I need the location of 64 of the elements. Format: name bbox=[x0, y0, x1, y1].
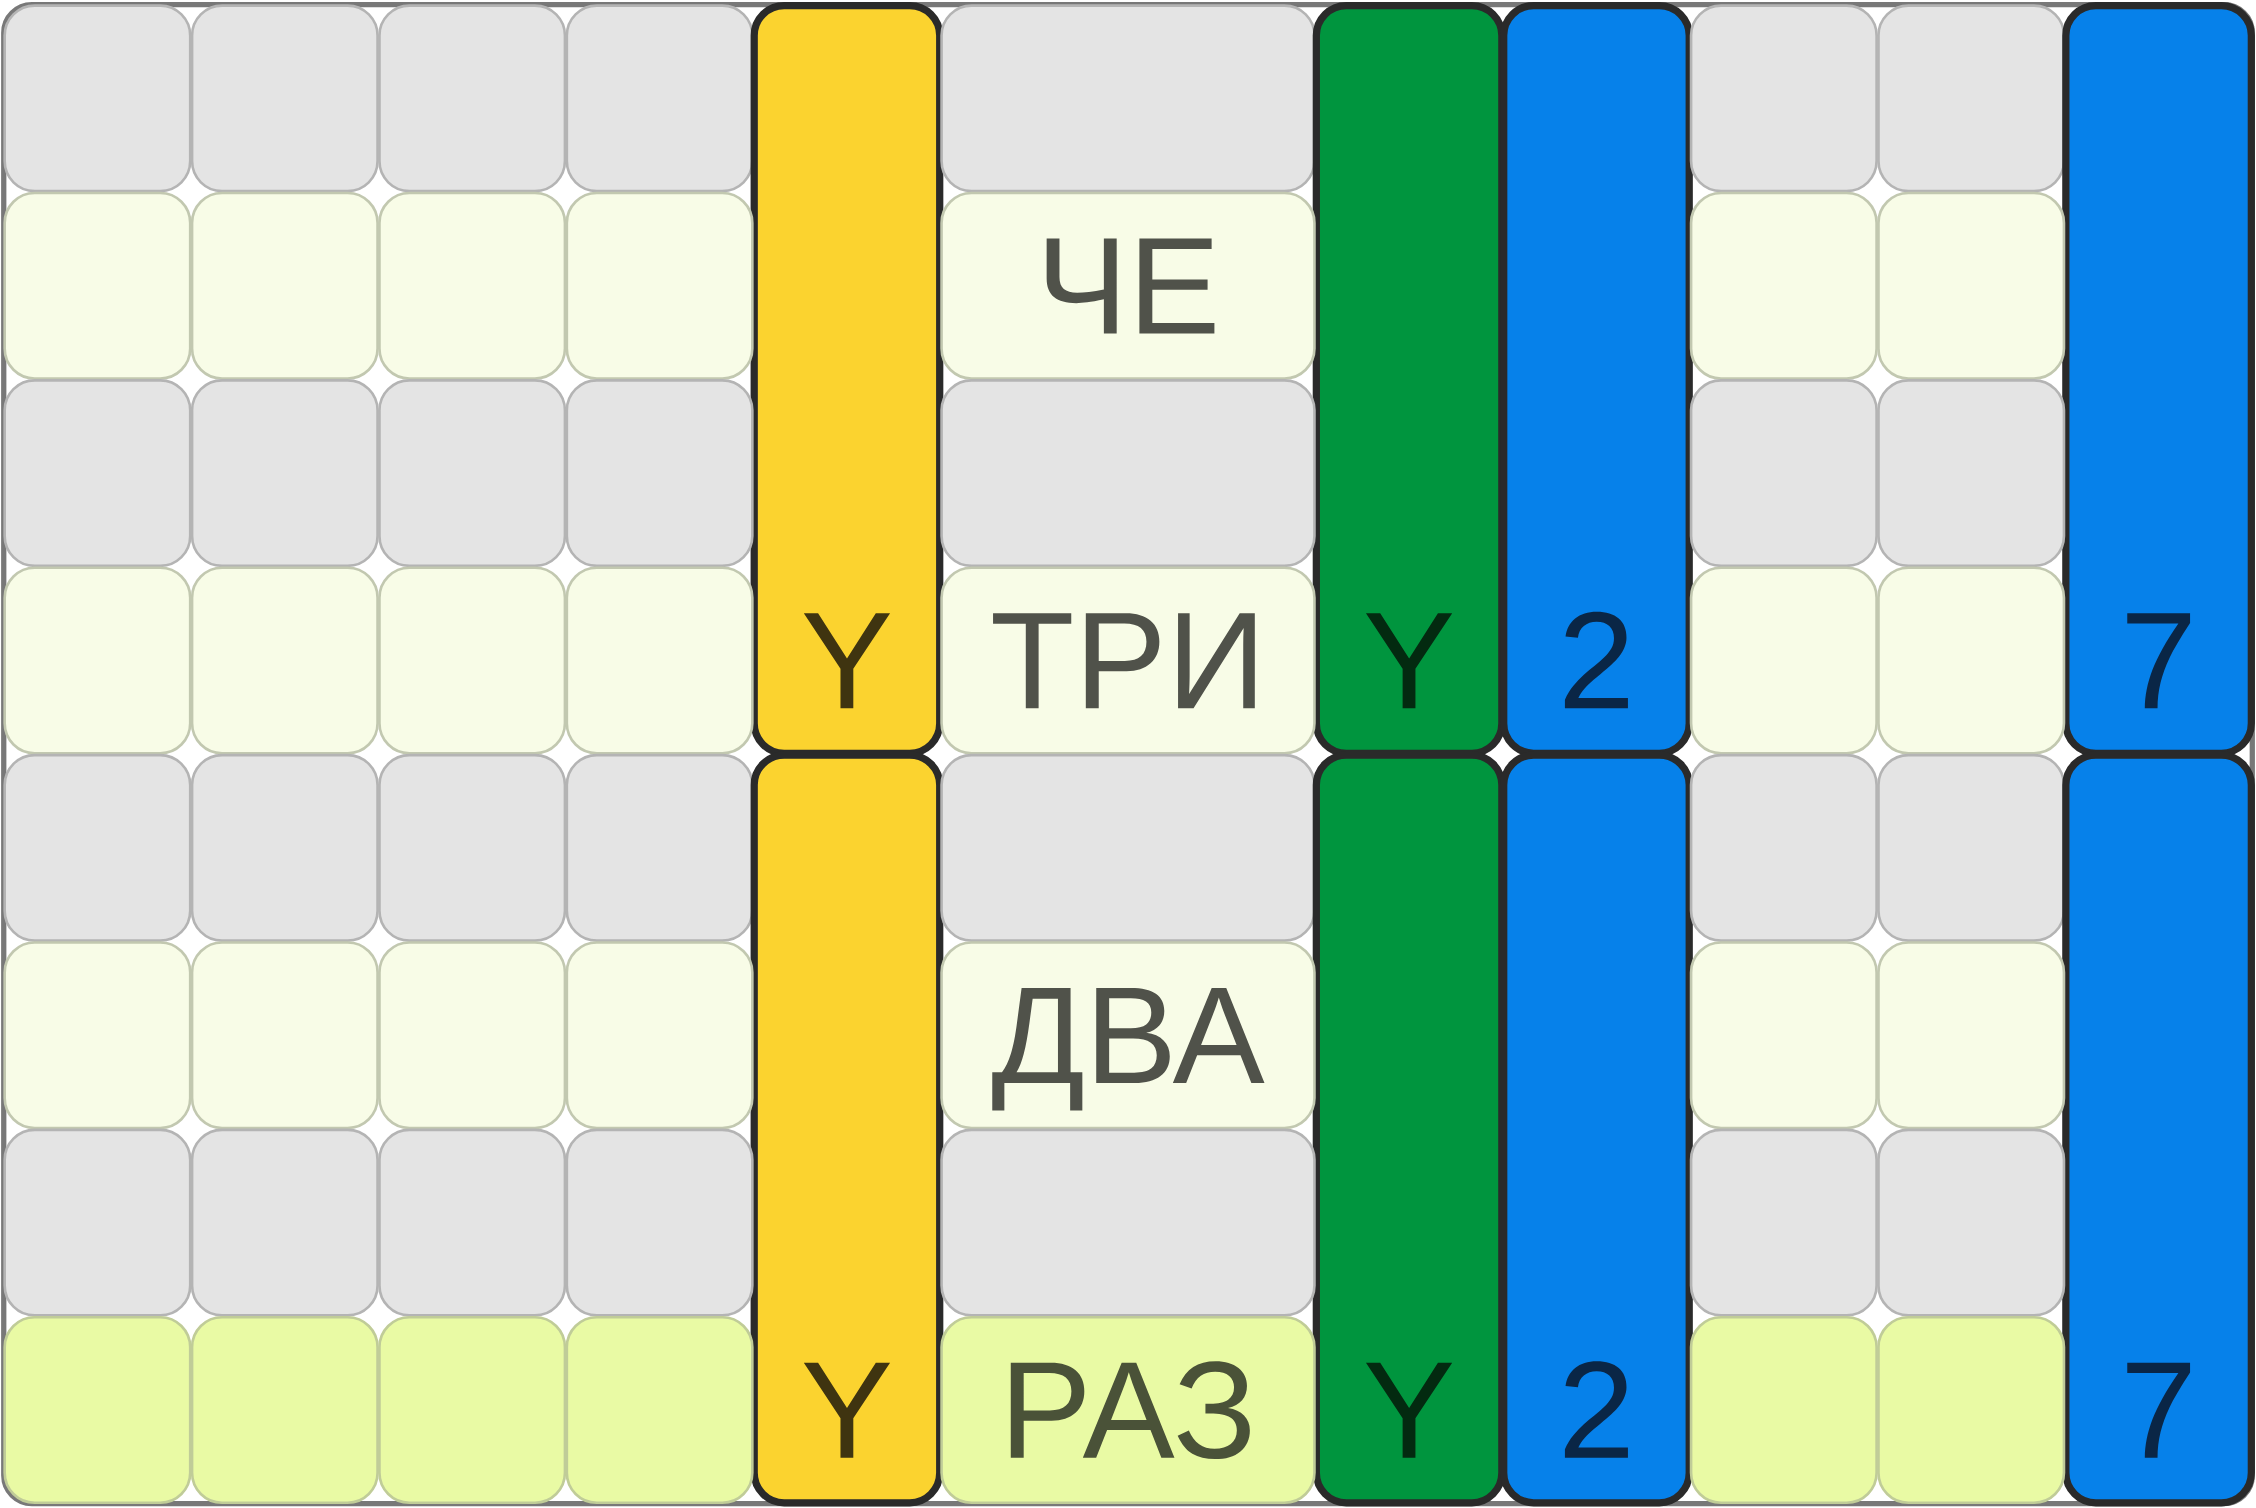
grid-cell bbox=[1877, 4, 2066, 193]
word-cell: ТРИ bbox=[940, 566, 1316, 755]
grid-cell bbox=[1689, 566, 1878, 755]
grid-cell bbox=[3, 191, 192, 380]
grid-cell bbox=[378, 191, 567, 380]
grid-cell bbox=[940, 753, 1316, 942]
grid-cell bbox=[565, 191, 754, 380]
grid-cell bbox=[378, 378, 567, 567]
column-bar: Y bbox=[750, 1, 944, 757]
grid-cell bbox=[3, 941, 192, 1130]
grid-cell bbox=[565, 1315, 754, 1504]
grid-cell bbox=[190, 753, 379, 942]
grid-cell bbox=[3, 1315, 192, 1504]
grid-cell bbox=[3, 378, 192, 567]
grid-cell bbox=[940, 4, 1316, 193]
grid-cell bbox=[1877, 1128, 2066, 1317]
grid-cell bbox=[565, 941, 754, 1130]
column-bar: 7 bbox=[2062, 751, 2255, 1507]
grid-cell bbox=[378, 941, 567, 1130]
grid-cell bbox=[1877, 566, 2066, 755]
grid-cell bbox=[1877, 753, 2066, 942]
grid-cell bbox=[1689, 941, 1878, 1130]
grid-cell bbox=[1689, 1128, 1878, 1317]
grid-cell bbox=[565, 4, 754, 193]
word-cell: ЧЕ bbox=[940, 191, 1316, 380]
column-bar: 2 bbox=[1500, 751, 1693, 1507]
grid-cell bbox=[190, 1315, 379, 1504]
grid-cell bbox=[190, 191, 379, 380]
grid-cell bbox=[190, 1128, 379, 1317]
grid-cell bbox=[378, 4, 567, 193]
grid-cell bbox=[1877, 191, 2066, 380]
grid-cell bbox=[565, 566, 754, 755]
grid-cell bbox=[1689, 4, 1878, 193]
grid-cell bbox=[3, 1128, 192, 1317]
column-bar: 2 bbox=[1500, 1, 1693, 757]
word-cell: РАЗ bbox=[940, 1315, 1316, 1504]
grid-cell bbox=[3, 4, 192, 193]
grid-cell bbox=[1689, 378, 1878, 567]
column-bar: Y bbox=[750, 751, 944, 1507]
grid-cell bbox=[3, 566, 192, 755]
grid-cell bbox=[378, 566, 567, 755]
grid-cell bbox=[1877, 941, 2066, 1130]
grid-cell bbox=[565, 378, 754, 567]
grid-cell bbox=[940, 1128, 1316, 1317]
grid-cell bbox=[190, 941, 379, 1130]
grid-cell bbox=[378, 1128, 567, 1317]
column-bar: Y bbox=[1312, 751, 1506, 1507]
grid-cell bbox=[565, 1128, 754, 1317]
word-cell: ДВА bbox=[940, 941, 1316, 1130]
column-bar: 7 bbox=[2062, 1, 2255, 757]
grid-cell bbox=[3, 753, 192, 942]
grid-cell bbox=[190, 4, 379, 193]
grid-cell bbox=[378, 753, 567, 942]
grid-cell bbox=[1877, 378, 2066, 567]
grid-cell bbox=[190, 566, 379, 755]
grid-cell bbox=[378, 1315, 567, 1504]
grid-cell bbox=[1877, 1315, 2066, 1504]
grid-cell bbox=[1689, 1315, 1878, 1504]
grid-cell bbox=[565, 753, 754, 942]
grid-cell bbox=[1689, 191, 1878, 380]
column-bar: Y bbox=[1312, 1, 1506, 757]
grid-cell bbox=[1689, 753, 1878, 942]
grid-cell bbox=[940, 378, 1316, 567]
grid-cell bbox=[190, 378, 379, 567]
